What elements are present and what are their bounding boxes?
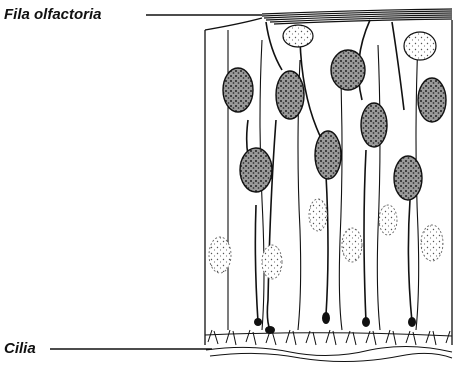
fila-olfactoria-bundle <box>262 9 452 24</box>
dendrite-knobs <box>254 312 416 334</box>
neuron-nuclei <box>223 50 446 200</box>
cilia-layer <box>205 330 452 362</box>
